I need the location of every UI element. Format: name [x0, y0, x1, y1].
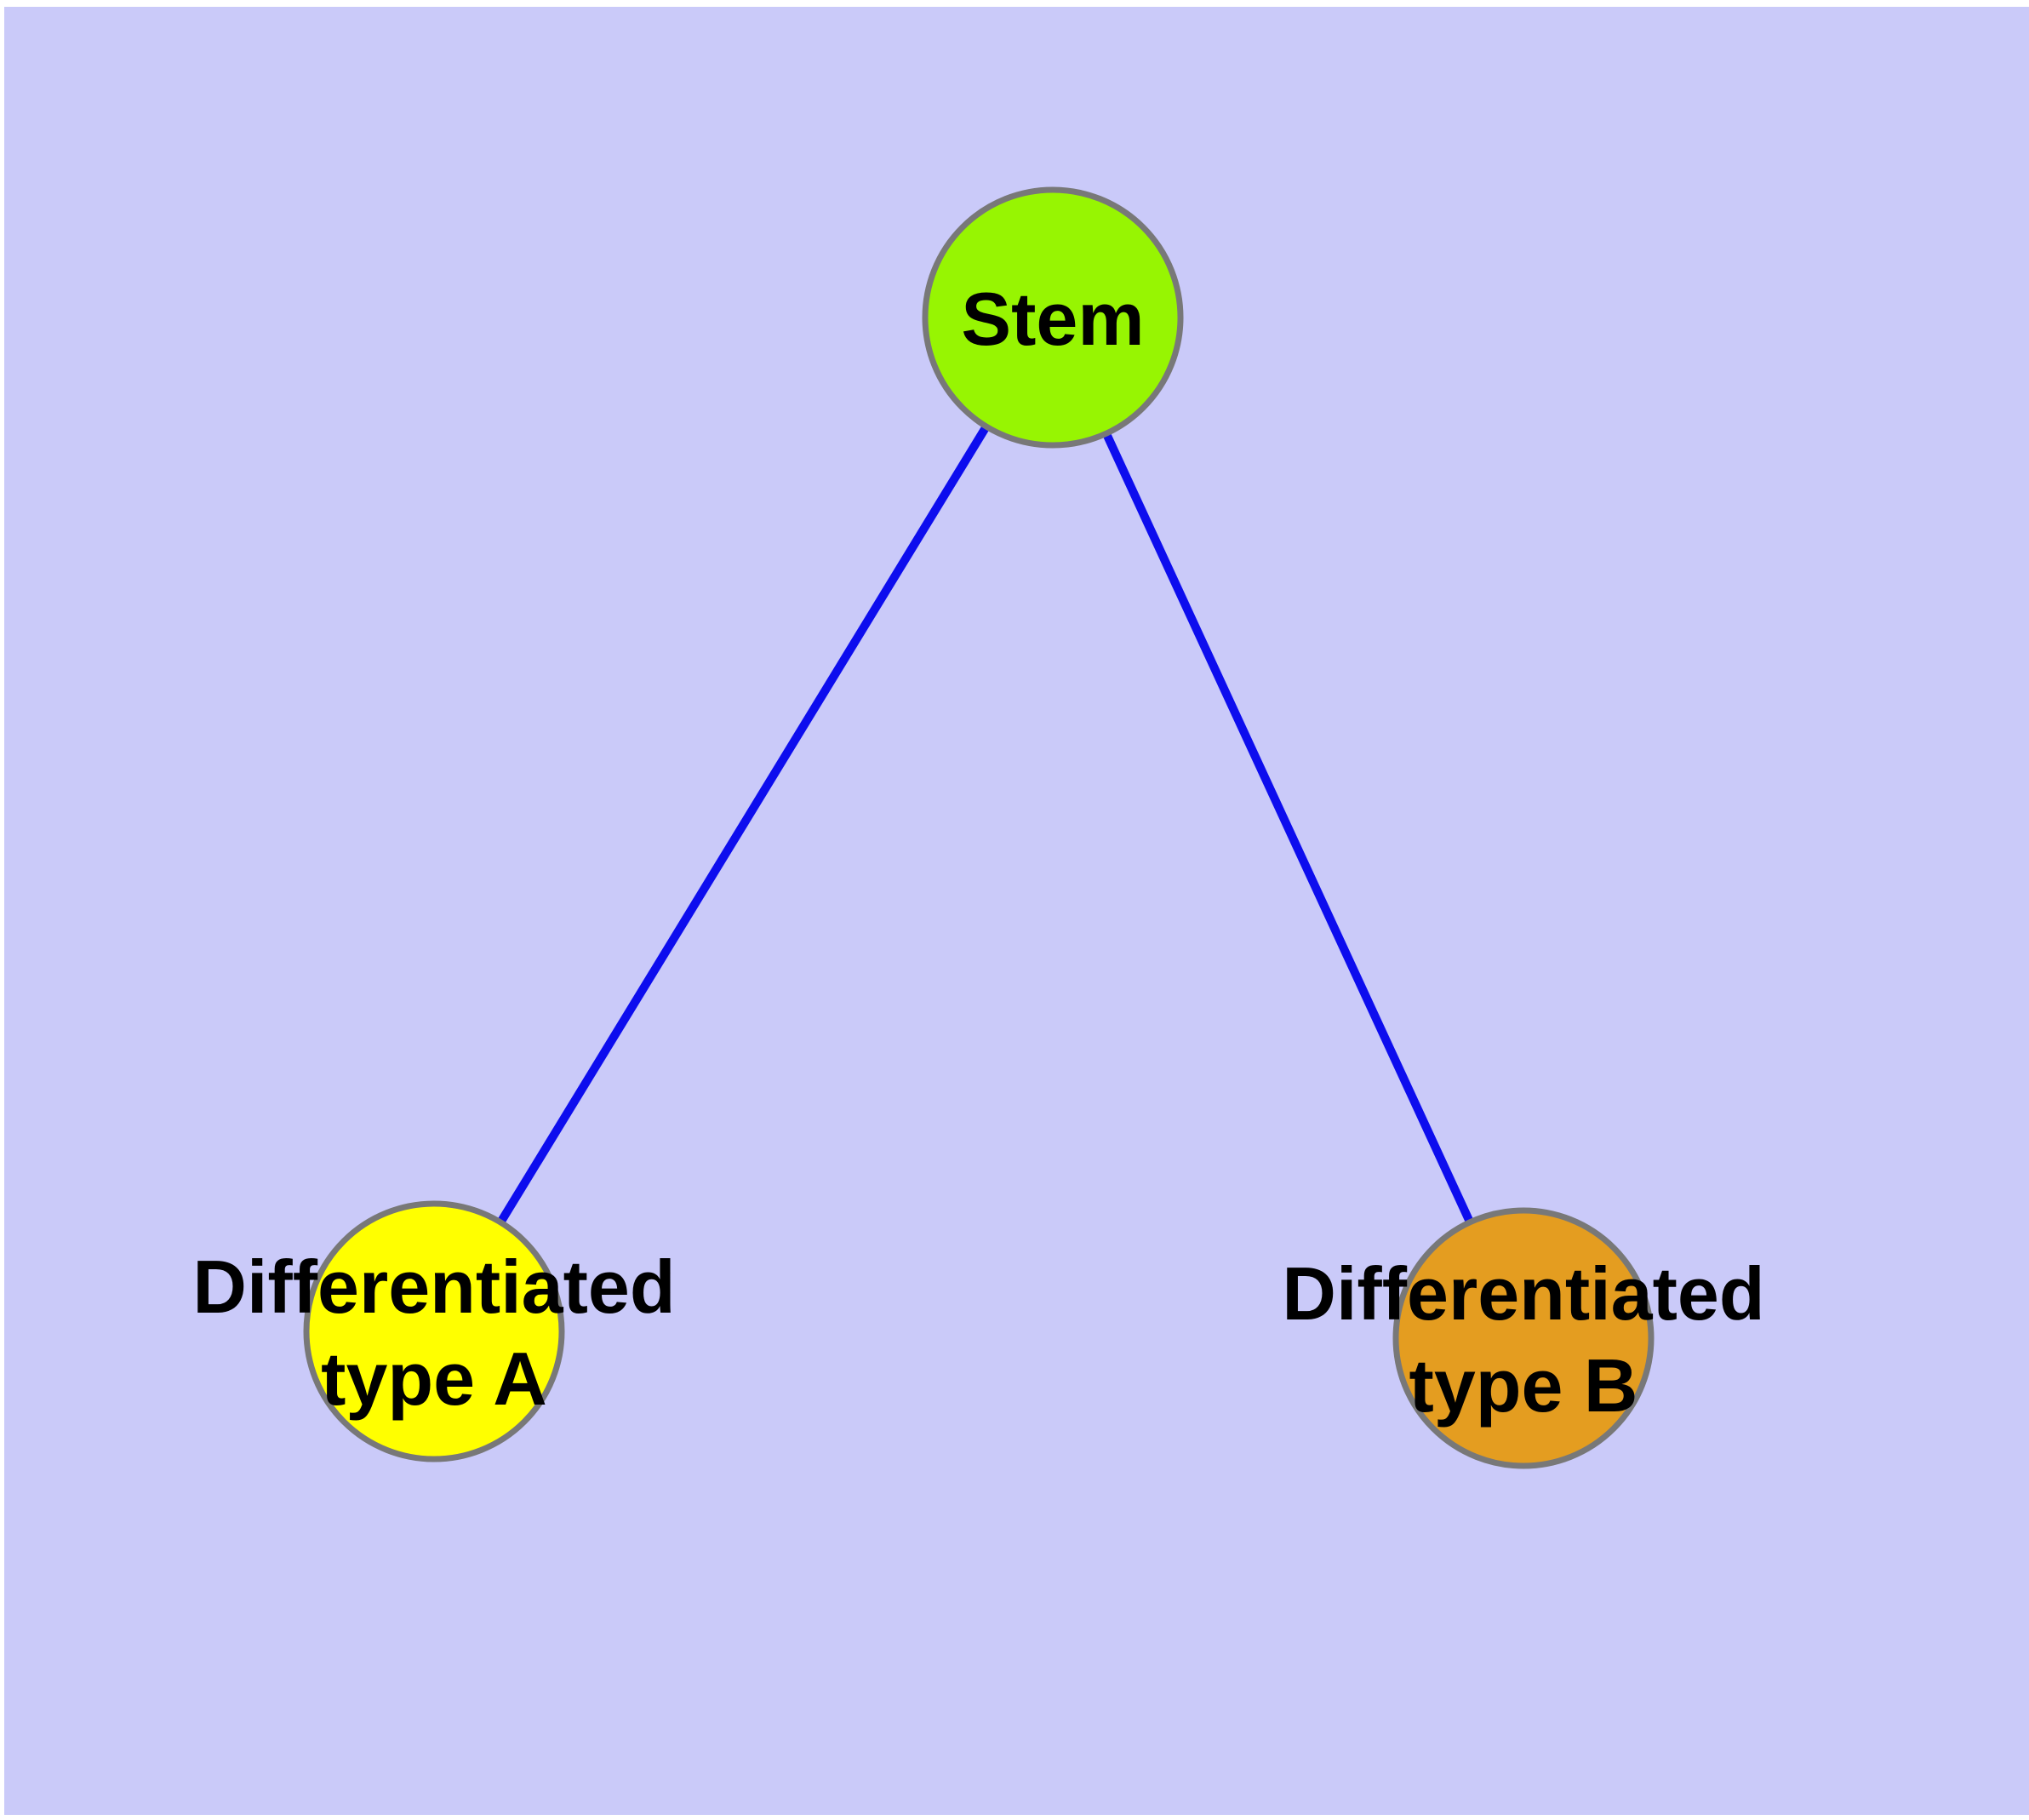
node-label-line: Differentiated: [1282, 1251, 1764, 1336]
node-label-line: Stem: [961, 277, 1144, 361]
node-differentiated-type-a: [303, 1200, 565, 1462]
node-label-stem: Stem: [961, 277, 1144, 361]
node-label-line: type A: [321, 1336, 547, 1421]
node-stem: [922, 186, 1184, 449]
node-differentiated-type-b: [1392, 1207, 1655, 1469]
edge-stem-to-differentiated-type-a: [430, 315, 1057, 1334]
nodes-layer: [303, 186, 1655, 1469]
node-label-line: type B: [1409, 1343, 1638, 1428]
node-label-line: Differentiated: [192, 1245, 675, 1329]
edges-layer: [430, 315, 1528, 1341]
edge-stem-to-differentiated-type-b: [1049, 315, 1528, 1341]
